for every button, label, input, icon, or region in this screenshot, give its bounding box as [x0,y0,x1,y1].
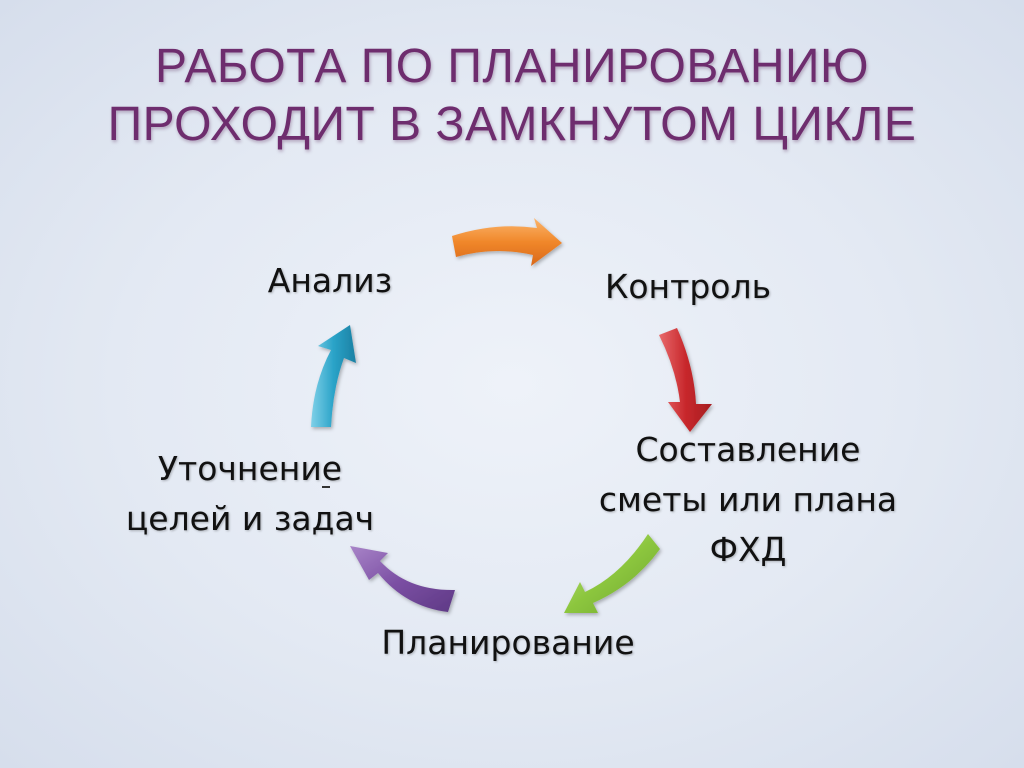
slide-title-line-2: ПРОХОДИТ В ЗАМКНУТОМ ЦИКЛЕ [107,98,917,151]
arrow-planning-to-refinement [350,546,455,612]
cycle-step-planning: Планирование [381,623,635,662]
cycle-step-estimate-line-2: сметы или плана [598,480,898,519]
cycle-step-estimate-line-1: Составление [635,430,861,469]
cycle-step-refinement-line-1: Уточнение [157,449,343,488]
cycle-step-analysis: Анализ [267,261,393,300]
arrow-estimate-to-planning [564,534,660,613]
cycle-step-refinement: Уточнение целей и задач [100,444,400,544]
cycle-step-control: Контроль [604,267,772,306]
cycle-step-refinement-line-2: целей и задач [125,499,375,538]
slide-title-line-1: РАБОТА ПО ПЛАНИРОВАНИЮ [155,40,869,93]
arrow-control-to-estimate [659,328,712,432]
cycle-step-estimate: Составление сметы или плана ФХД [578,425,918,575]
cycle-step-estimate-line-3: ФХД [709,530,787,569]
arrow-refinement-to-analysis [311,325,356,427]
slide-title: РАБОТА ПО ПЛАНИРОВАНИЮ ПРОХОДИТ В ЗАМКНУ… [0,38,1024,154]
arrow-analysis-to-control [452,218,562,266]
stray-dash-mark [322,486,330,488]
